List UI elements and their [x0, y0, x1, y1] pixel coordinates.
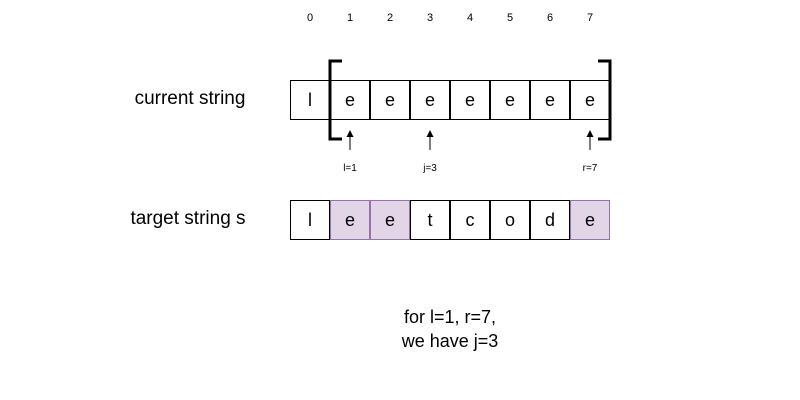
current-cell: e [570, 80, 610, 120]
pointer-arrow-r [586, 130, 594, 150]
index-label: 1 [346, 12, 354, 24]
current-cell: e [530, 80, 570, 120]
current-cell: l [290, 80, 330, 120]
pointer-arrow-j [426, 130, 434, 150]
pointer-label-j: j=3 [423, 163, 437, 174]
index-label: 5 [506, 12, 514, 24]
target-cell: o [490, 200, 530, 240]
explanation-caption: for l=1, r=7, we have j=3 [350, 305, 550, 353]
left-bracket [328, 59, 342, 141]
target-cell: d [530, 200, 570, 240]
target-cell-highlighted: e [570, 200, 610, 240]
current-string-label: current string [134, 88, 246, 109]
current-cell: e [490, 80, 530, 120]
caption-line-1: for l=1, r=7, [403, 307, 497, 327]
index-label: 7 [586, 12, 594, 24]
target-cell: l [290, 200, 330, 240]
current-cell: e [410, 80, 450, 120]
pointer-arrow-l [346, 130, 354, 150]
caption-line-2: we have j=3 [401, 331, 499, 351]
index-label: 6 [546, 12, 554, 24]
target-cell-highlighted: e [370, 200, 410, 240]
pointer-label-l: l=1 [343, 163, 357, 174]
pointer-label-r: r=7 [582, 163, 598, 174]
current-cell: e [330, 80, 370, 120]
target-string-label: target string s [130, 208, 246, 229]
index-label: 3 [426, 12, 434, 24]
index-label: 0 [306, 12, 314, 24]
target-cell: c [450, 200, 490, 240]
index-label: 4 [466, 12, 474, 24]
index-label: 2 [386, 12, 394, 24]
current-cell: e [370, 80, 410, 120]
target-cell-highlighted: e [330, 200, 370, 240]
target-cell: t [410, 200, 450, 240]
right-bracket [598, 59, 612, 141]
current-cell: e [450, 80, 490, 120]
